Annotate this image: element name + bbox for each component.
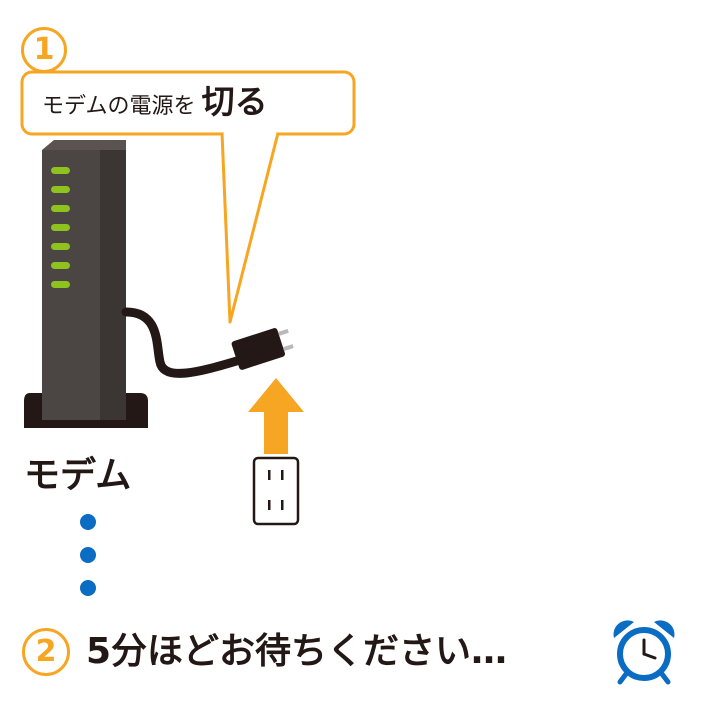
progress-dot (80, 547, 96, 563)
modem-label: モデム (24, 455, 132, 496)
wait-instruction: 5分ほどお待ちください… (86, 631, 508, 672)
power-outlet-icon (252, 456, 300, 526)
up-arrow-icon (248, 378, 304, 454)
power-plug-icon (231, 328, 294, 370)
step-1-badge: 1 (21, 27, 67, 73)
progress-dot (80, 514, 96, 530)
alarm-clock-icon (613, 620, 675, 685)
progress-dot (80, 580, 96, 596)
step-2-badge: 2 (22, 628, 70, 676)
modem-leds (51, 167, 70, 288)
callout-text: モデムの電源を切る (42, 80, 268, 124)
callout-emphasis: 切る (201, 82, 268, 121)
callout-instruction: モデムの電源を (42, 94, 196, 119)
